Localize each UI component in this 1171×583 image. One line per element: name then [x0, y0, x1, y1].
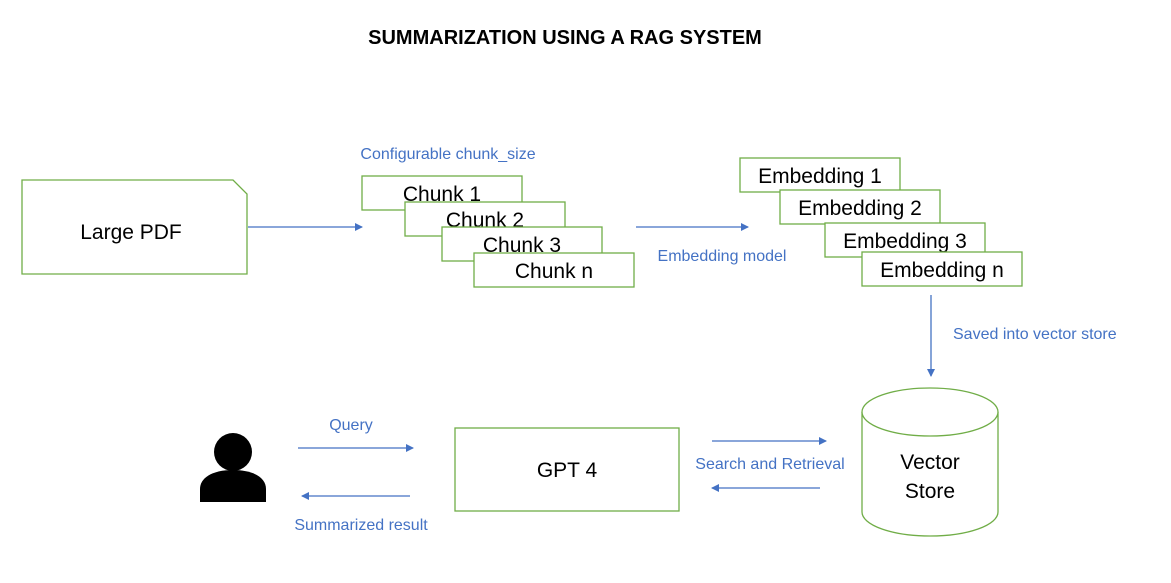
- saved-into-store-label: Saved into vector store: [953, 326, 1117, 343]
- person-icon-body: [200, 470, 266, 502]
- embedding-box-1: [739, 157, 901, 193]
- gpt-box: GPT 4: [454, 427, 680, 512]
- vector-store-label-line2: Store: [905, 480, 955, 503]
- chunk-stack: Chunk 1 Chunk 2 Chunk 3 Chunk n: [361, 175, 635, 288]
- chunk-size-caption: Configurable chunk_size: [360, 146, 535, 163]
- pdf-document: Large PDF: [21, 179, 248, 275]
- embedding-box-3: [824, 222, 986, 258]
- embedding-box-n: [861, 251, 1023, 287]
- query-label: Query: [329, 417, 373, 434]
- chunk-label-2: Chunk 2: [446, 209, 524, 232]
- vector-store-body: [861, 412, 999, 537]
- chunk-box-n: [473, 252, 635, 288]
- embedding-stack: Embedding 1 Embedding 2 Embedding 3 Embe…: [739, 157, 1023, 287]
- person-icon-head: [214, 433, 252, 471]
- embedding-label-n: Embedding n: [880, 259, 1004, 282]
- person-icon: [200, 433, 266, 502]
- diagram-title: SUMMARIZATION USING A RAG SYSTEM: [368, 27, 762, 49]
- gpt-box-shape: [454, 427, 680, 512]
- embedding-model-label: Embedding model: [658, 248, 787, 265]
- vector-store-label-line1: Vector: [900, 451, 960, 474]
- vector-store-top: [861, 387, 999, 437]
- embedding-label-2: Embedding 2: [798, 197, 922, 220]
- embedding-label-3: Embedding 3: [843, 230, 967, 253]
- chunk-label-n: Chunk n: [515, 260, 593, 283]
- chunk-label-1: Chunk 1: [403, 183, 481, 206]
- embedding-label-1: Embedding 1: [758, 165, 882, 188]
- embedding-box-2: [779, 189, 941, 225]
- vector-store: Vector Store: [861, 387, 999, 537]
- search-retrieval-label: Search and Retrieval: [695, 456, 844, 473]
- gpt-label: GPT 4: [537, 459, 598, 482]
- chunk-label-3: Chunk 3: [483, 234, 561, 257]
- pdf-label: Large PDF: [80, 221, 182, 244]
- pdf-document-shape: [21, 179, 248, 275]
- summarized-result-label: Summarized result: [294, 517, 428, 534]
